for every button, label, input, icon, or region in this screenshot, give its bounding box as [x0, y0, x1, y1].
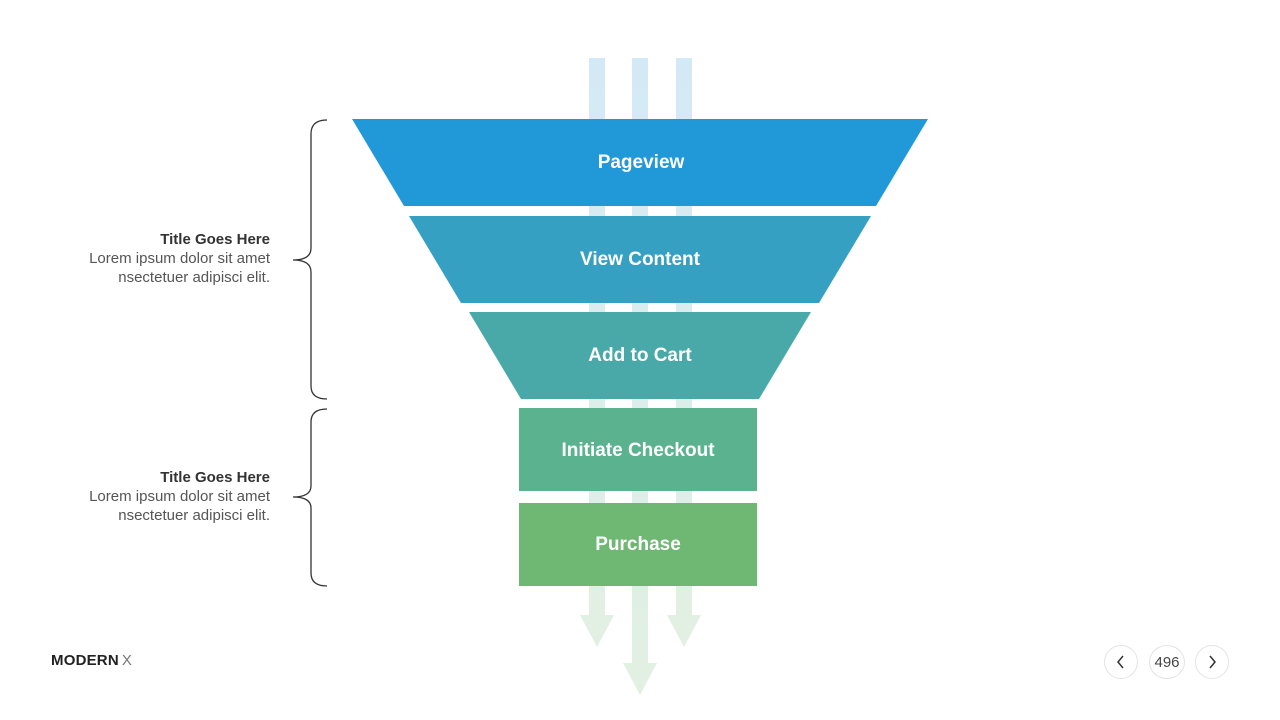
funnel-stage-view-content: View Content [409, 216, 871, 303]
arrow-down-icon [623, 663, 657, 695]
funnel-stage-shape [519, 503, 757, 586]
funnel-stage-purchase: Purchase [519, 503, 757, 586]
annotation-block-lower: Title Goes Here Lorem ipsum dolor sit am… [10, 468, 270, 525]
funnel-stage-shape [352, 119, 928, 206]
annotation-text-line: Lorem ipsum dolor sit amet [89, 250, 270, 267]
funnel-stage-label: View Content [580, 249, 701, 270]
brand-name-light: X [121, 652, 133, 669]
funnel-stage-add-to-cart: Add to Cart [469, 312, 811, 399]
funnel-stage-initiate-checkout: Initiate Checkout [519, 408, 757, 491]
funnel-stage-shape [409, 216, 871, 303]
funnel-stage-label: Initiate Checkout [561, 440, 715, 461]
chevron-left-icon [1117, 655, 1124, 669]
funnel-stage-label: Purchase [595, 534, 681, 555]
funnel-stage-shape [519, 408, 757, 491]
annotation-text-line: nsectetuer adipisci elit. [118, 507, 270, 524]
funnel-stage-label: Add to Cart [588, 345, 692, 366]
annotation-title: Title Goes Here [160, 469, 270, 486]
annotation-text-line: nsectetuer adipisci elit. [118, 269, 270, 286]
curly-brace-upper [292, 119, 328, 400]
page-number-badge: 496 [1149, 645, 1185, 679]
annotation-title: Title Goes Here [160, 231, 270, 248]
annotation-text-line: Lorem ipsum dolor sit amet [89, 488, 270, 505]
annotation-block-upper: Title Goes Here Lorem ipsum dolor sit am… [10, 230, 270, 287]
arrow-down-icon [667, 615, 701, 647]
funnel-stage-shape [469, 312, 811, 399]
page-number: 496 [1154, 653, 1180, 671]
chevron-right-icon [1209, 655, 1216, 669]
brand-name-bold: MODERN [51, 652, 119, 669]
next-slide-button[interactable] [1195, 645, 1229, 679]
prev-slide-button[interactable] [1104, 645, 1138, 679]
funnel-stage-pageview: Pageview [352, 119, 928, 206]
curly-brace-lower [292, 408, 328, 587]
funnel-stage-label: Pageview [598, 152, 685, 173]
arrow-down-icon [580, 615, 614, 647]
